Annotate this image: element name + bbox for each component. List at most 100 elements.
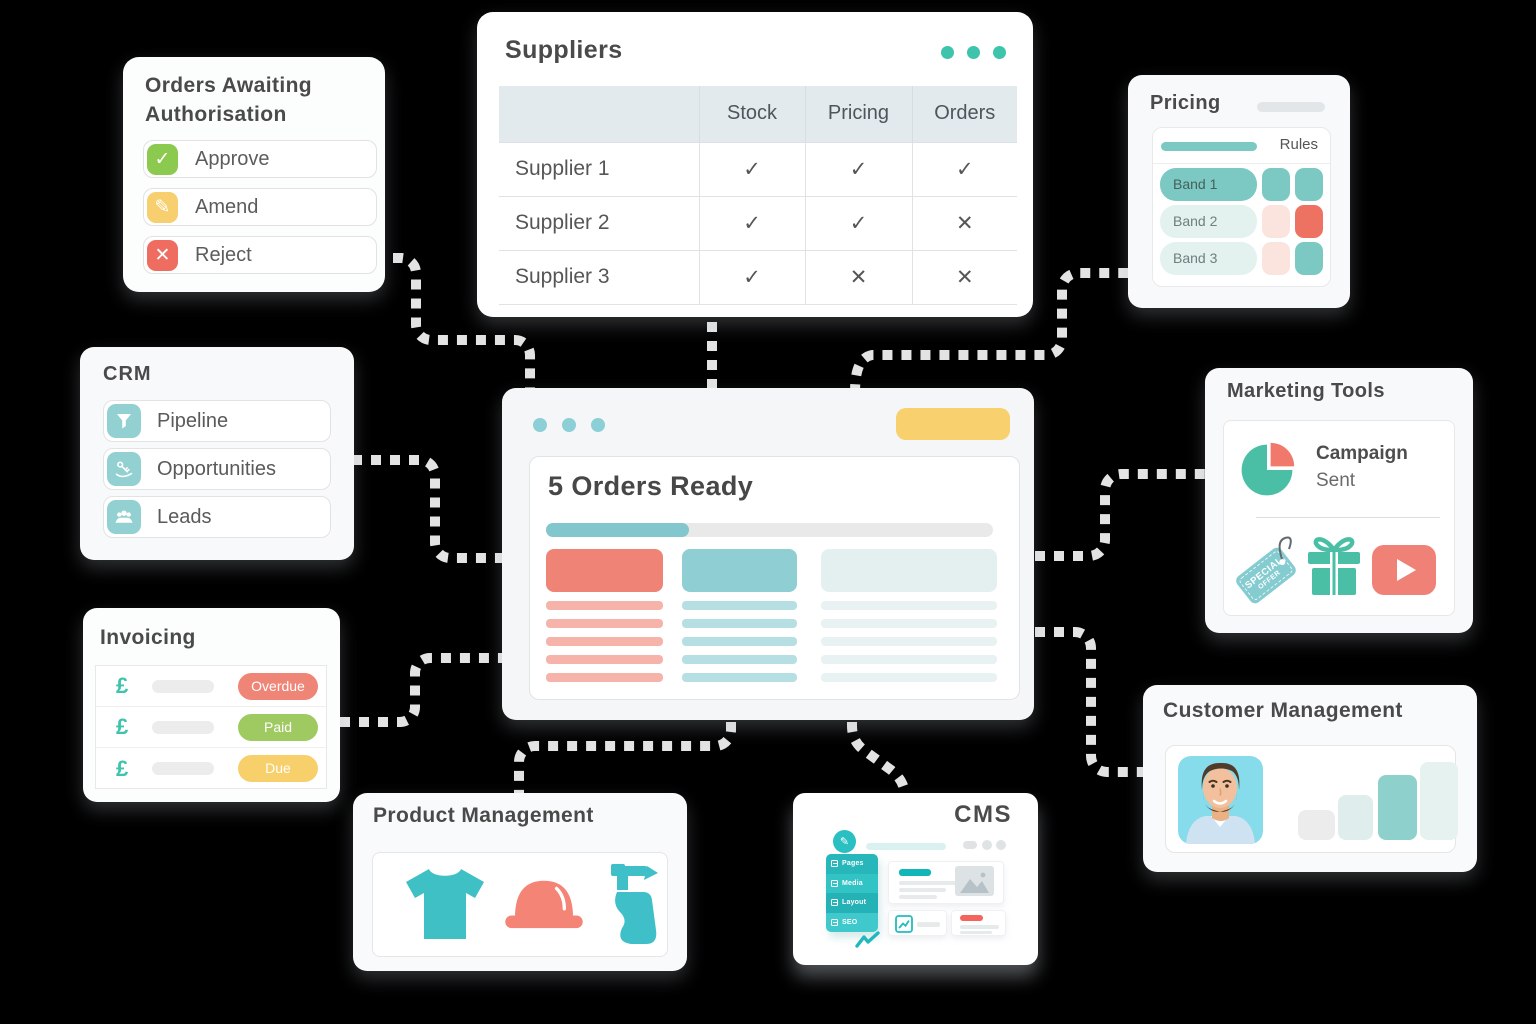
text-placeholder: [682, 673, 797, 682]
product-panel: [372, 852, 668, 957]
band-2-pill[interactable]: Band 2: [1160, 205, 1257, 238]
chart-bar: [1298, 810, 1335, 840]
gift-icon: [1306, 529, 1362, 604]
connector-orders-to-central: [393, 253, 535, 401]
supplier-name: Supplier 3: [499, 250, 700, 305]
product-management-title: Product Management: [373, 804, 594, 827]
connector-central-to-pricing: [850, 268, 1128, 433]
text-placeholder: [546, 637, 663, 646]
text-placeholder: [960, 925, 999, 929]
stock-status-icon: ✓: [699, 142, 806, 197]
cms-title: CMS: [954, 801, 1012, 828]
chart-bar: [1420, 762, 1458, 840]
divider: [1256, 517, 1440, 518]
reject-button[interactable]: ✕ Reject: [143, 236, 377, 274]
check-icon: ✓: [147, 143, 178, 175]
pipeline-button[interactable]: Pipeline: [103, 400, 331, 442]
pricing-panel-header: Rules: [1153, 128, 1330, 164]
special-offer-tag-icon: SPECIAL OFFER: [1233, 536, 1300, 609]
connector-central-to-product: [514, 722, 736, 795]
band-cell: [1295, 205, 1323, 238]
column-header-pricing: Pricing: [805, 86, 913, 143]
dot-icon: [941, 46, 954, 59]
text-placeholder: [546, 601, 663, 610]
text-placeholder: [546, 655, 663, 664]
amend-button[interactable]: ✎ Amend: [143, 188, 377, 226]
tag-text-line2: OFFER: [1256, 569, 1282, 591]
seo-icon: [831, 918, 838, 926]
cms-menu-layout[interactable]: Layout: [826, 893, 878, 913]
orders-awaiting-title: Orders Awaiting Authorisation: [145, 74, 313, 126]
stock-status-icon: ✓: [699, 250, 806, 305]
rules-tab[interactable]: Rules: [1279, 136, 1318, 153]
orders-ready-title: 5 Orders Ready: [548, 471, 754, 501]
cms-menu-label: Layout: [842, 899, 867, 907]
invoice-row: £ Overdue: [96, 666, 326, 707]
text-placeholder: [899, 881, 956, 885]
menu-dots[interactable]: [941, 46, 1006, 59]
notification-pill[interactable]: [896, 408, 1010, 440]
video-play-button[interactable]: [1372, 545, 1436, 595]
orders-status-icon: ✓: [912, 142, 1017, 197]
table-header-row: Stock Pricing Orders: [499, 86, 1017, 143]
product-management-card: Product Management: [353, 793, 687, 971]
suppliers-card: Suppliers Stock Pricing Orders Supplier …: [477, 12, 1033, 317]
leads-button[interactable]: Leads: [103, 496, 331, 538]
pricing-status-icon: ✓: [805, 196, 913, 251]
cross-icon: ✕: [147, 239, 178, 271]
dot-icon: [967, 46, 980, 59]
band-row: Band 3: [1160, 242, 1330, 275]
crm-card: CRM Pipeline Opportunities Leads: [80, 347, 354, 560]
column-header-stock: Stock: [699, 86, 806, 143]
cms-menu-label: SEO: [842, 918, 858, 926]
cms-sidebar: Pages Media Layout SEO: [826, 854, 878, 932]
campaign-stat-primary: Campaign: [1316, 443, 1408, 464]
pencil-icon: ✎: [147, 191, 178, 223]
dot-icon: [562, 418, 576, 432]
chart-bar: [1338, 795, 1373, 840]
cms-menu-seo[interactable]: SEO: [826, 912, 878, 932]
text-placeholder: [682, 619, 797, 628]
text-placeholder: [546, 619, 663, 628]
pricing-status-icon: ✓: [805, 142, 913, 197]
connector-crm-to-central: [352, 455, 502, 563]
people-icon: [107, 500, 141, 534]
heading-placeholder: [899, 869, 931, 876]
invoice-placeholder: [152, 679, 215, 693]
opportunities-button[interactable]: Opportunities: [103, 448, 331, 490]
more-dots-icon[interactable]: [963, 841, 977, 849]
invoice-placeholder: [152, 762, 215, 775]
band-1-pill[interactable]: Band 1: [1160, 168, 1257, 201]
band-3-pill[interactable]: Band 3: [1160, 242, 1257, 275]
orders-awaiting-card: Orders Awaiting Authorisation ✓ Approve …: [123, 57, 385, 292]
edit-pencil-icon[interactable]: ✎: [833, 830, 856, 853]
spray-bottle-icon: [611, 864, 661, 951]
crm-title: CRM: [103, 363, 152, 385]
line-chart-icon: [895, 915, 913, 933]
text-placeholder: [821, 637, 997, 646]
status-badge: Paid: [238, 713, 318, 741]
cms-menu-media[interactable]: Media: [826, 873, 878, 893]
window-dots[interactable]: [533, 418, 605, 432]
campaign-stat: Campaign Sent: [1316, 443, 1408, 492]
band-cell: [1262, 205, 1290, 238]
invoicing-title: Invoicing: [100, 626, 196, 649]
order-block: [821, 549, 997, 592]
band-row: Band 2: [1160, 205, 1330, 238]
text-placeholder: [682, 655, 797, 664]
cms-menu-pages[interactable]: Pages: [826, 854, 878, 874]
settings-icon[interactable]: [996, 840, 1006, 850]
order-column: [682, 549, 797, 682]
marketing-tools-title: Marketing Tools: [1227, 380, 1385, 402]
approve-button[interactable]: ✓ Approve: [143, 140, 377, 178]
cms-widget-card: [888, 910, 947, 936]
table-row: Supplier 1 ✓ ✓ ✓: [499, 142, 1017, 197]
user-icon[interactable]: [982, 840, 992, 850]
status-badge: Overdue: [238, 672, 318, 700]
orders-status-icon: ✕: [912, 196, 1017, 251]
suppliers-title: Suppliers: [505, 36, 623, 64]
campaign-stat-secondary: Sent: [1316, 470, 1356, 491]
supplier-name: Supplier 1: [499, 142, 700, 197]
